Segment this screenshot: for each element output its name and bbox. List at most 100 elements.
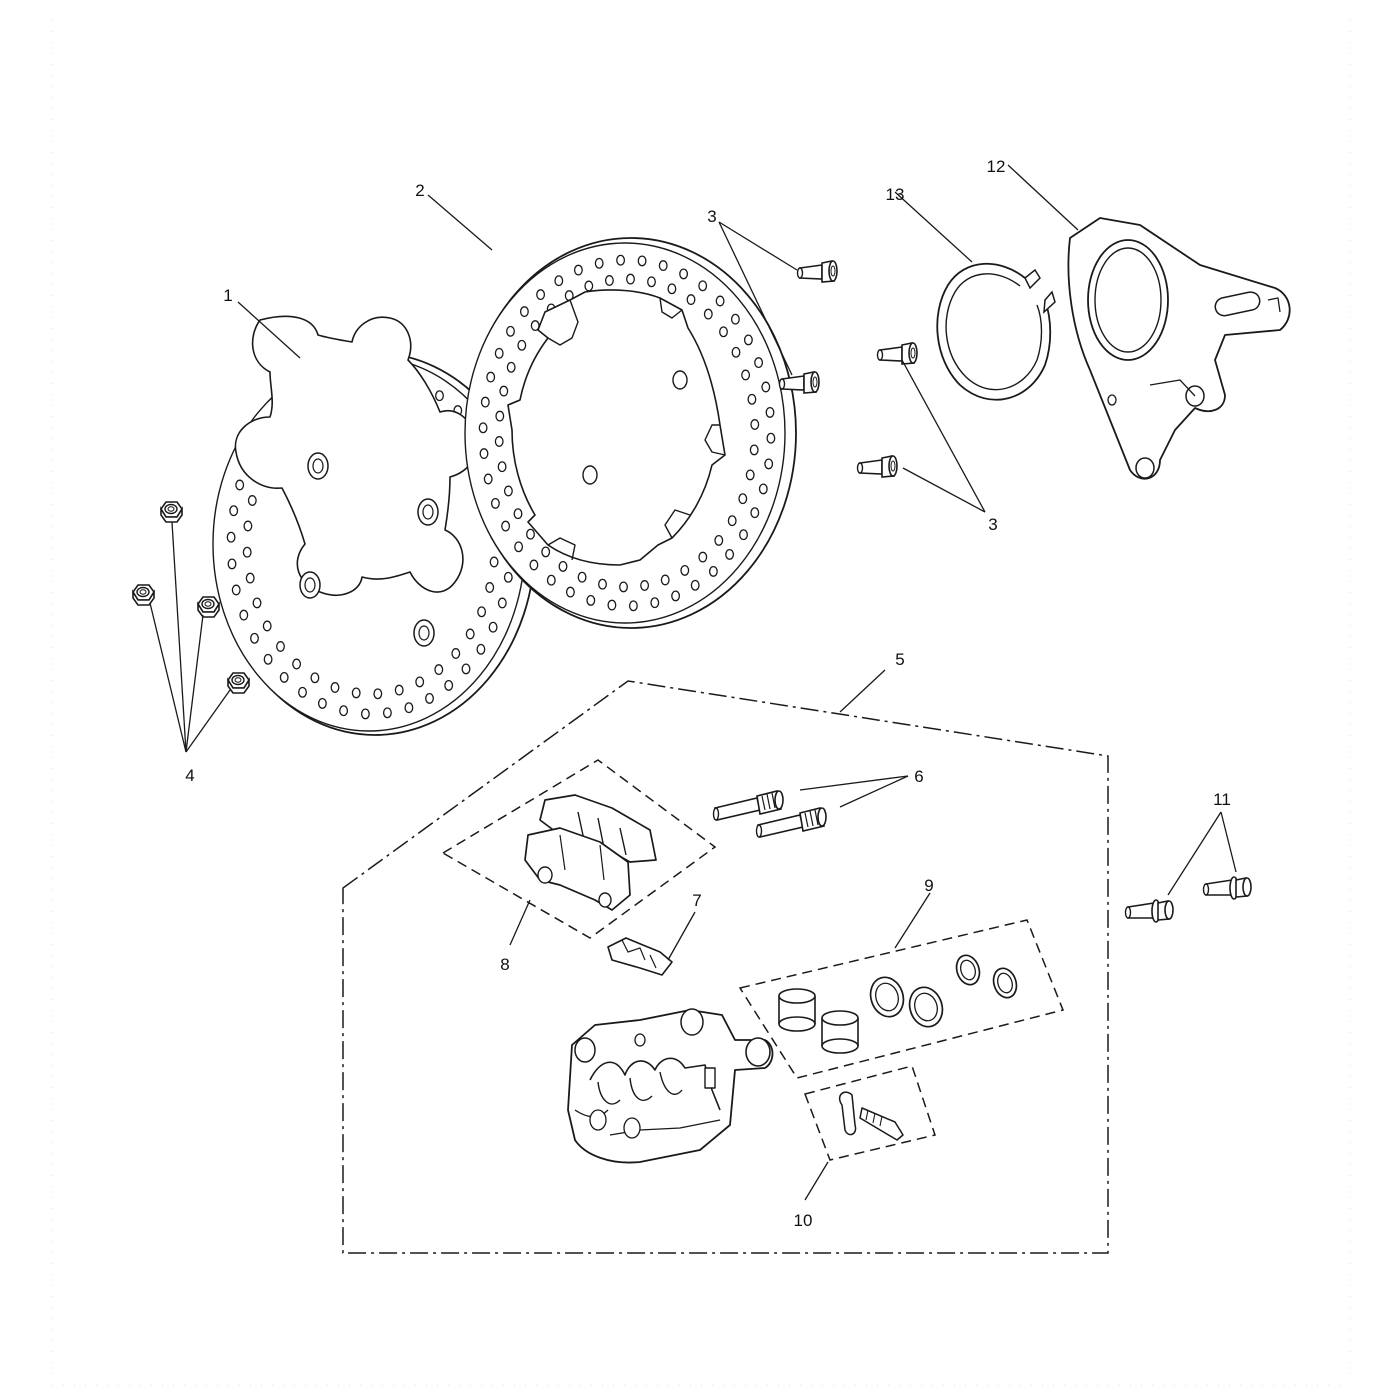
disc-drill-hole	[584, 280, 594, 292]
disc-drill-hole	[698, 280, 708, 292]
disc-drill-hole	[279, 671, 289, 683]
disc-drill-hole	[725, 548, 735, 560]
callout-6: 6	[914, 767, 923, 786]
disc-drill-hole	[526, 528, 535, 540]
nut-2	[132, 584, 155, 606]
disc-drill-hole	[749, 444, 759, 456]
disc-drill-hole	[489, 556, 499, 568]
disc-drill-hole	[226, 531, 236, 543]
disc-drill-hole	[242, 546, 252, 558]
disc-drill-hole	[497, 597, 507, 609]
disc-drill-hole	[501, 520, 511, 532]
disc-drill-hole	[554, 275, 564, 287]
disc-drill-hole	[444, 679, 454, 691]
seal-kit-rings	[869, 954, 1018, 1028]
disc-drill-hole	[546, 574, 556, 586]
disc-bolt-4	[856, 455, 898, 478]
disc-drill-hole	[425, 692, 434, 704]
disc-drill-hole	[660, 574, 670, 586]
disc-drill-hole	[607, 599, 617, 611]
disc-drill-hole	[488, 621, 498, 633]
disc-drill-hole	[616, 254, 626, 266]
disc-drill-hole	[360, 708, 370, 720]
disc-drill-hole	[330, 682, 340, 693]
disc-drill-hole	[536, 289, 546, 301]
disc-bolt-1	[796, 260, 838, 283]
disc-drill-hole	[731, 346, 741, 358]
disc-drill-hole	[647, 276, 656, 288]
disc-drill-hole	[690, 579, 700, 591]
disc-drill-hole	[703, 308, 713, 320]
caliper-bolt-2	[1202, 876, 1252, 900]
caliper-piston-1	[778, 988, 816, 1032]
disc-drill-hole	[514, 541, 524, 553]
disc-drill-hole	[229, 505, 239, 517]
callout-2: 2	[415, 181, 424, 200]
disc-drill-hole	[738, 493, 748, 505]
callout-11: 11	[1213, 790, 1231, 809]
disc-drill-hole	[637, 255, 647, 267]
disc-drill-hole	[404, 702, 414, 714]
disc-drill-hole	[628, 600, 638, 612]
nut-3	[197, 596, 220, 618]
disc-drill-hole	[750, 419, 760, 430]
caliper-carrier-bracket	[1067, 217, 1291, 480]
bleed-nipple-kit	[838, 1091, 904, 1141]
callout-3-top: 3	[707, 207, 716, 226]
disc-drill-hole	[754, 357, 764, 369]
disc-drill-hole	[292, 658, 302, 670]
disc-drill-hole	[298, 686, 307, 698]
brake-caliper-body	[567, 1008, 774, 1164]
brake-disc-front	[212, 315, 536, 736]
disc-drill-hole	[506, 325, 515, 337]
disc-drill-hole	[719, 326, 728, 338]
disc-drill-hole	[479, 448, 489, 460]
kit-outline-brake-pads	[441, 759, 717, 939]
disc-drill-hole	[394, 684, 404, 696]
disc-drill-hole	[252, 597, 262, 609]
disc-drill-hole	[758, 483, 768, 495]
disc-drill-hole	[499, 385, 509, 397]
disc-drill-hole	[730, 313, 740, 325]
pad-spring	[607, 937, 673, 976]
disc-drill-hole	[513, 508, 523, 520]
disc-drill-hole	[461, 663, 471, 675]
disc-drill-hole	[478, 422, 488, 434]
callout-1: 1	[223, 286, 232, 305]
disc-drill-hole	[250, 632, 259, 644]
callout-12: 12	[987, 157, 1006, 176]
callout-5: 5	[895, 650, 904, 669]
disc-drill-hole	[745, 469, 755, 481]
callout-10: 10	[794, 1211, 813, 1230]
disc-drill-hole	[541, 546, 551, 558]
disc-drill-hole	[245, 572, 255, 584]
caliper-piston-2	[821, 1010, 859, 1054]
disc-drill-hole	[765, 406, 775, 418]
disc-drill-hole	[747, 393, 757, 405]
disc-drill-hole	[577, 571, 587, 583]
nut-1	[160, 501, 183, 523]
disc-drill-hole	[529, 559, 539, 571]
callout-8: 8	[500, 955, 509, 974]
disc-drill-hole	[764, 458, 774, 470]
disc-drill-hole	[485, 582, 495, 593]
disc-drill-hole	[743, 334, 753, 346]
disc-bolt-3	[876, 342, 918, 365]
caliper-bolt-1	[1124, 899, 1174, 923]
disc-drill-hole	[708, 565, 718, 577]
disc-drill-hole	[486, 371, 496, 383]
disc-drill-hole	[476, 643, 486, 655]
disc-drill-hole	[239, 609, 249, 621]
disc-drill-hole	[680, 564, 690, 576]
disc-drill-hole	[503, 571, 513, 583]
callout-3-bottom: 3	[988, 515, 997, 534]
kit-outline-caliper-assembly	[342, 680, 1109, 1254]
disc-drill-hole	[497, 461, 507, 473]
disc-drill-hole	[761, 381, 771, 393]
disc-drill-hole	[517, 339, 527, 351]
disc-drill-hole	[263, 653, 273, 665]
disc-drill-hole	[262, 620, 272, 632]
disc-drill-hole	[451, 648, 461, 659]
disc-drill-hole	[667, 283, 677, 295]
